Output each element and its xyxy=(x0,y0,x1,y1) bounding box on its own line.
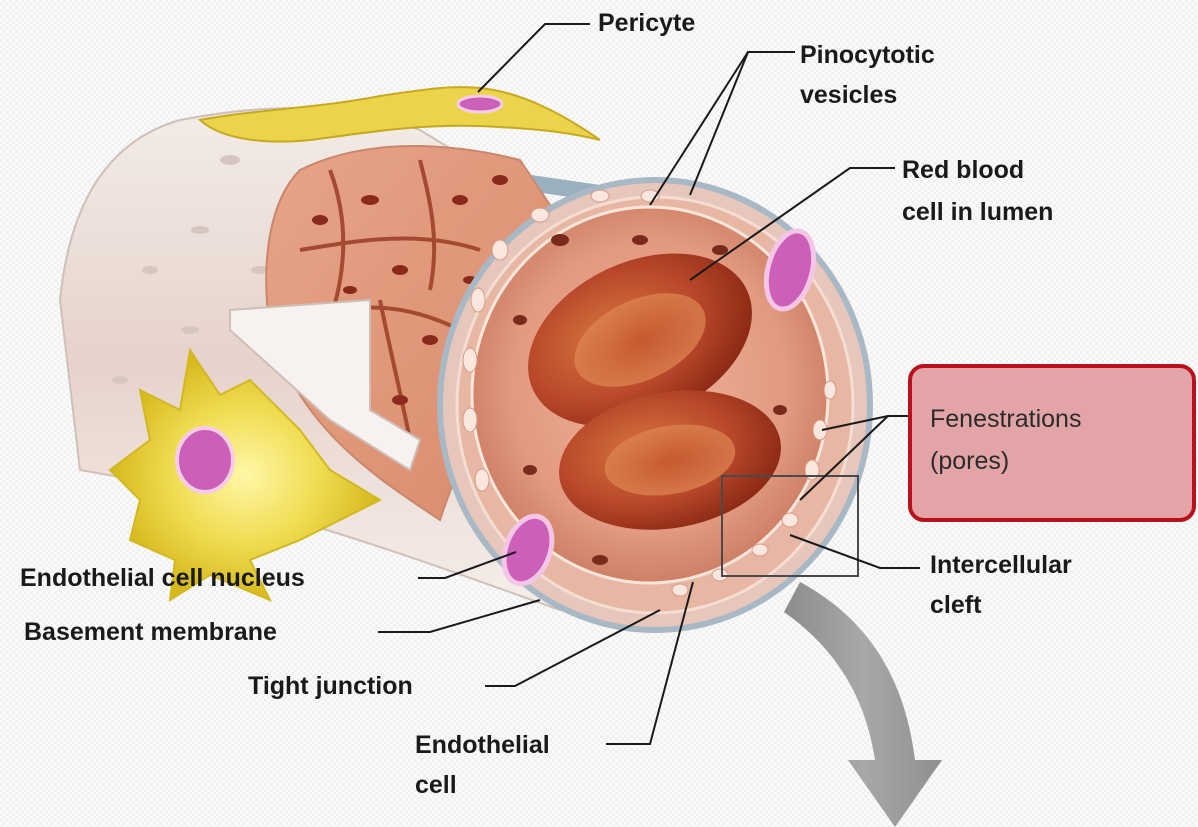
glial-cell-nucleus xyxy=(177,428,233,492)
label-endothelial-nucleus: Endothelial cell nucleus xyxy=(20,563,305,593)
label-basement-membrane: Basement membrane xyxy=(24,617,277,647)
label-pinocytotic-line2: vesicles xyxy=(800,80,897,110)
label-endothelial-cell-line1: Endothelial xyxy=(415,730,550,760)
fenestrations-highlight-box xyxy=(908,364,1196,522)
zoom-arrow xyxy=(784,582,942,827)
label-red-blood-line2: cell in lumen xyxy=(902,197,1053,227)
label-red-blood-line1: Red blood xyxy=(902,155,1024,185)
label-pericyte: Pericyte xyxy=(598,8,695,38)
label-pinocytotic-line1: Pinocytotic xyxy=(800,40,935,70)
pericyte-nucleus xyxy=(458,96,502,112)
label-intercellular-line1: Intercellular xyxy=(930,550,1072,580)
label-fenestrations-line2: (pores) xyxy=(930,446,1009,476)
label-tight-junction: Tight junction xyxy=(248,671,413,701)
label-fenestrations-line1: Fenestrations xyxy=(930,404,1081,434)
label-endothelial-cell-line2: cell xyxy=(415,770,457,800)
label-intercellular-line2: cleft xyxy=(930,590,981,620)
